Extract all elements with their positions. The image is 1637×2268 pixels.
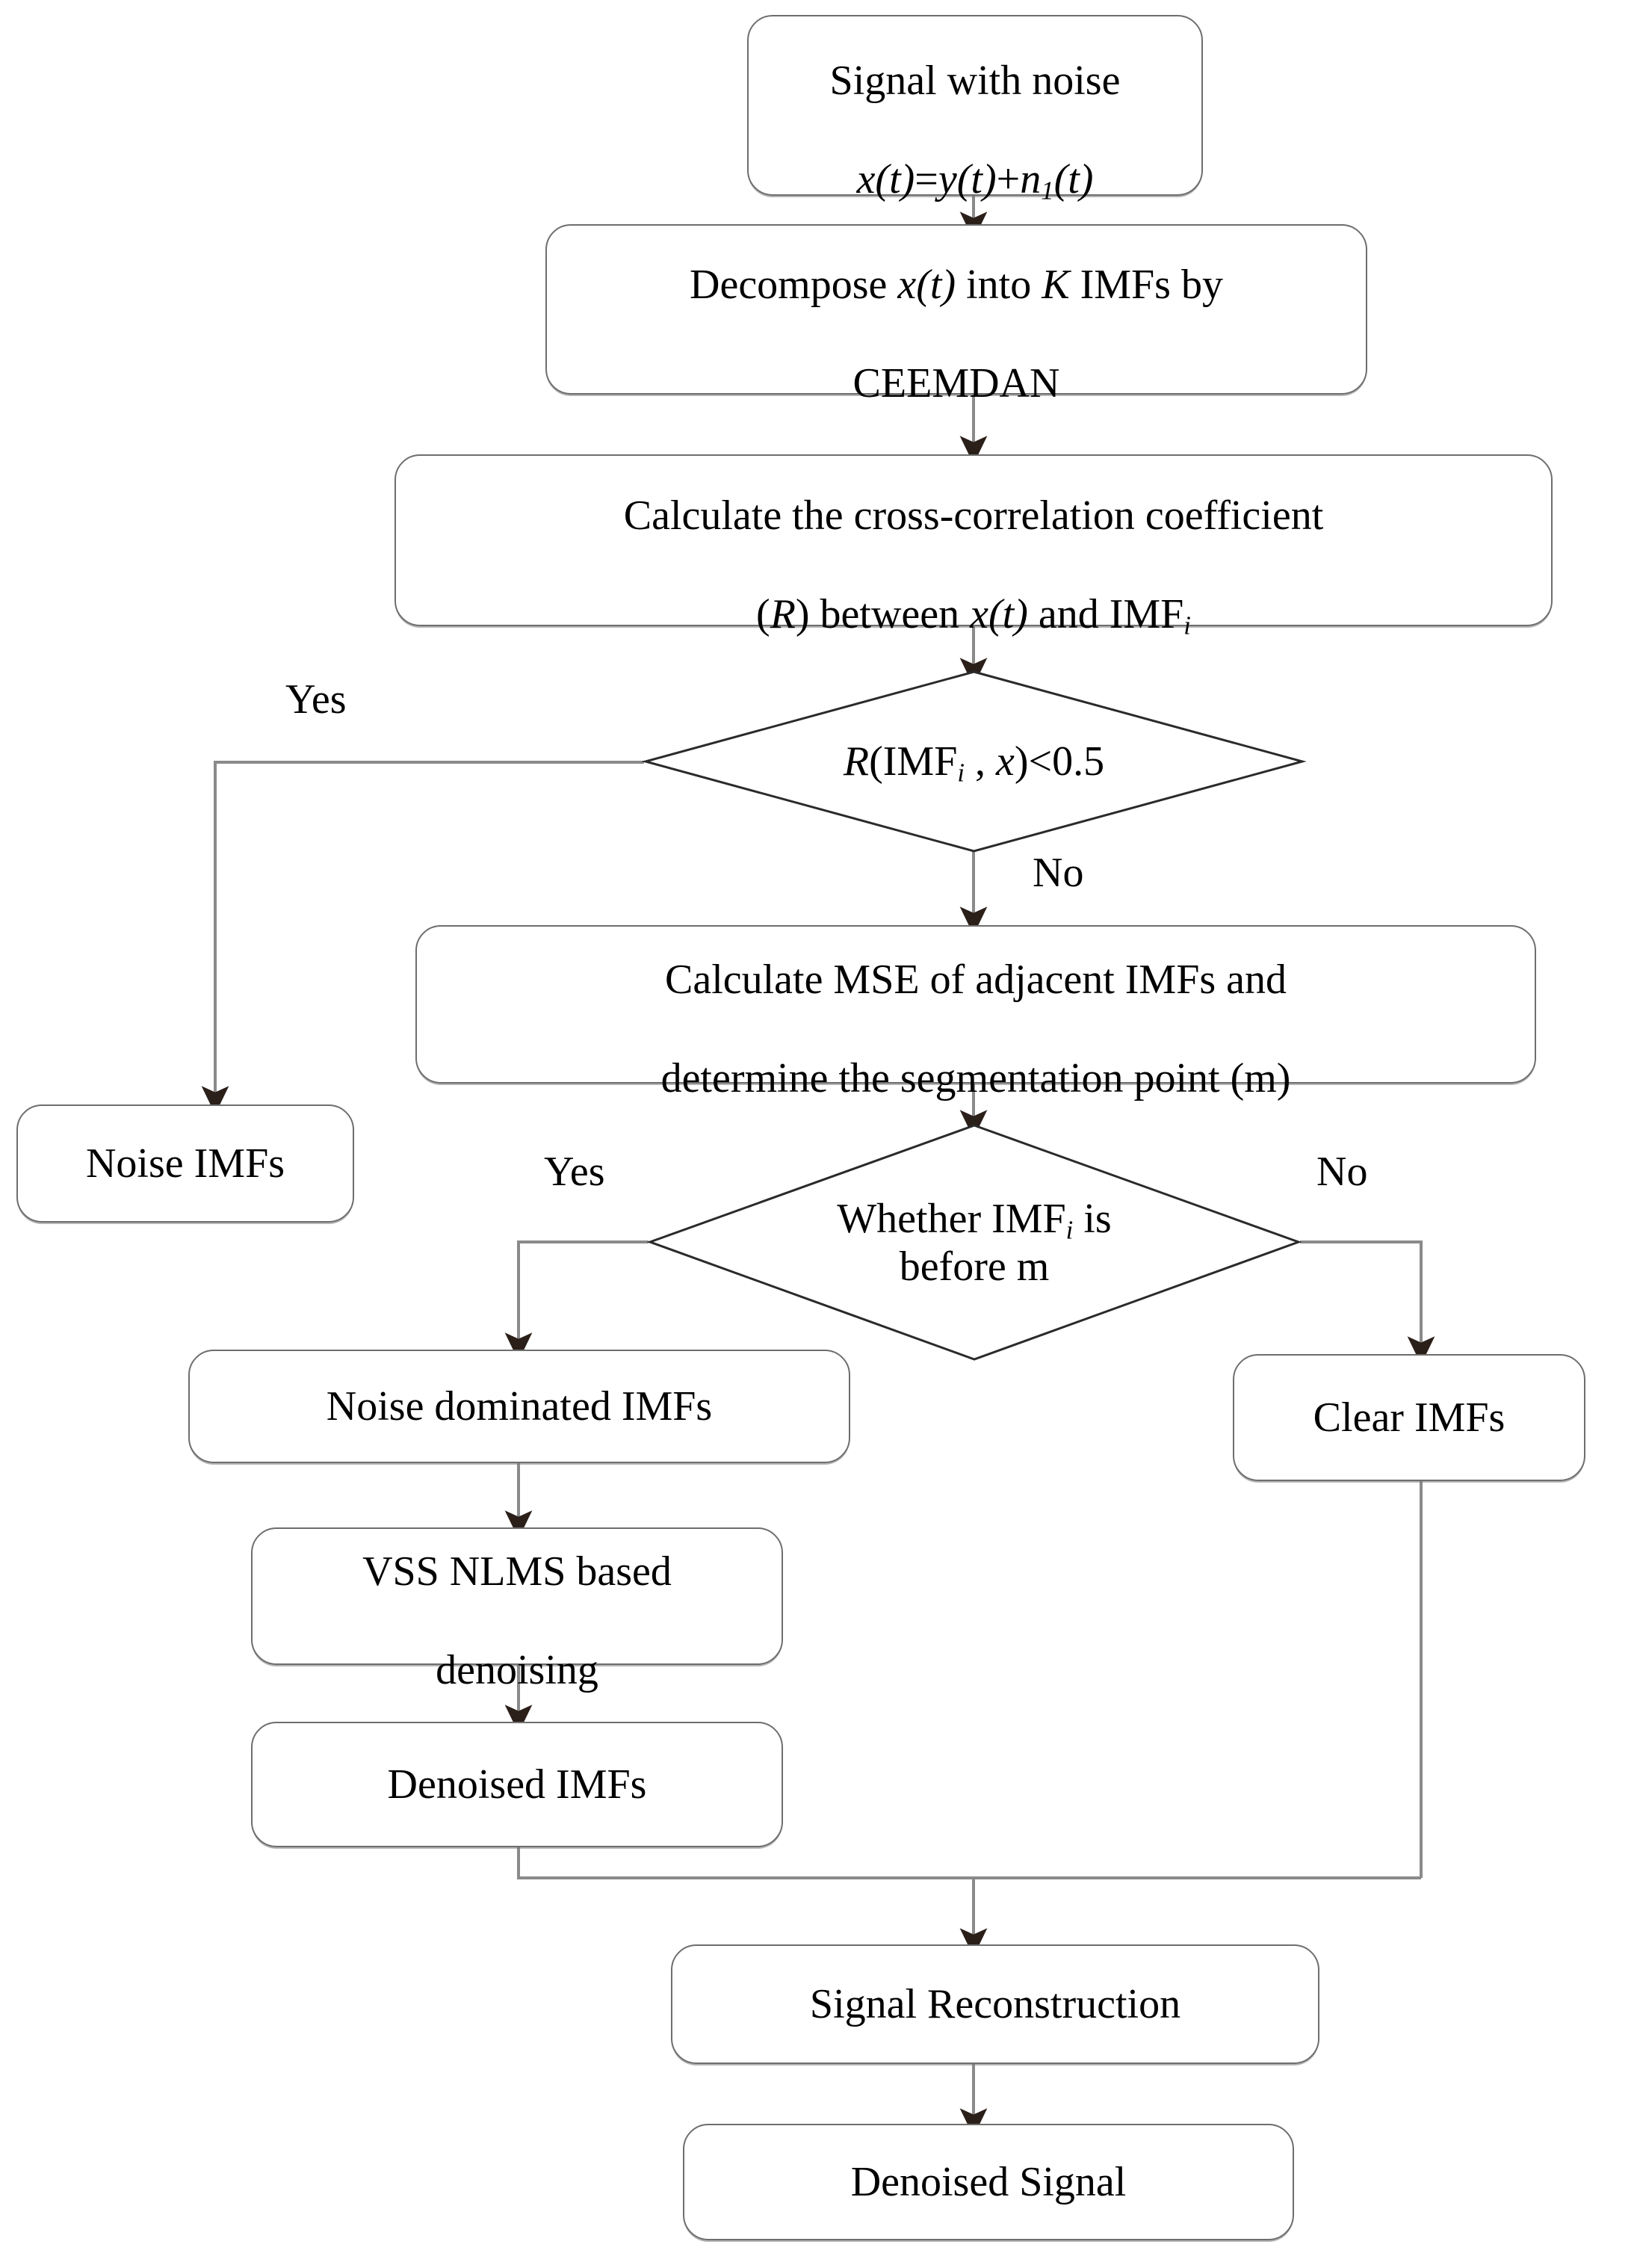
branch-label-r-no: No bbox=[1033, 850, 1084, 896]
node-denoised-imfs: Denoised IMFs bbox=[251, 1722, 783, 1847]
decision-r-shape bbox=[641, 670, 1307, 853]
decompose-line1: Decompose x(t) into K IMFs by bbox=[690, 261, 1223, 308]
branch-label-m-no: No bbox=[1316, 1149, 1368, 1195]
decompose-line2: CEEMDAN bbox=[852, 360, 1060, 407]
mse-line2: determine the segmentation point (m) bbox=[660, 1055, 1291, 1102]
signal-with-noise-line1: Signal with noise bbox=[829, 57, 1121, 104]
node-decompose: Decompose x(t) into K IMFs by CEEMDAN bbox=[545, 224, 1367, 407]
edge-decision-m-yes-to-noise-dominated bbox=[504, 1240, 649, 1362]
decision-r-label: R(IMFi , x)<0.5 bbox=[843, 738, 1105, 788]
mse-line1: Calculate MSE of adjacent IMFs and bbox=[664, 956, 1287, 1003]
node-vss-nlms-denoising: VSS NLMS based denoising bbox=[251, 1527, 783, 1693]
branch-label-r-yes: Yes bbox=[285, 676, 347, 723]
signal-reconstruction-label: Signal Reconstruction bbox=[809, 1980, 1181, 2027]
branch-label-m-yes: Yes bbox=[544, 1149, 605, 1195]
node-decision-r: R(IMFi , x)<0.5 bbox=[641, 670, 1307, 853]
crosscorr-line1: Calculate the cross-correlation coeffici… bbox=[623, 492, 1324, 539]
vss-line1: VSS NLMS based bbox=[362, 1548, 672, 1595]
node-denoised-signal: Denoised Signal bbox=[683, 2124, 1294, 2240]
clear-imfs-label: Clear IMFs bbox=[1313, 1394, 1506, 1441]
node-signal-reconstruction: Signal Reconstruction bbox=[671, 1944, 1319, 2064]
vss-line2: denoising bbox=[436, 1647, 598, 1694]
edge-denoised-imfs-to-merge bbox=[517, 1847, 1421, 1879]
denoised-signal-label: Denoised Signal bbox=[850, 2158, 1127, 2205]
node-noise-imfs: Noise IMFs bbox=[16, 1104, 354, 1223]
signal-with-noise-formula: x(t)=y(t)+n1(t) bbox=[856, 156, 1094, 206]
node-clear-imfs: Clear IMFs bbox=[1233, 1354, 1585, 1481]
node-calculate-mse: Calculate MSE of adjacent IMFs and deter… bbox=[415, 925, 1536, 1101]
node-noise-dominated-imfs: Noise dominated IMFs bbox=[188, 1350, 850, 1463]
noise-imfs-label: Noise IMFs bbox=[85, 1140, 285, 1187]
edge-decision-m-no-to-clear-imfs bbox=[1300, 1240, 1435, 1365]
denoised-imfs-label: Denoised IMFs bbox=[387, 1761, 647, 1808]
node-cross-correlation: Calculate the cross-correlation coeffici… bbox=[394, 454, 1553, 639]
node-signal-with-noise: Signal with noise x(t)=y(t)+n1(t) bbox=[747, 15, 1203, 204]
noise-dominated-imfs-label: Noise dominated IMFs bbox=[326, 1382, 713, 1430]
crosscorr-line2: (R) between x(t) and IMFi bbox=[756, 591, 1191, 640]
decision-m-shape bbox=[646, 1124, 1302, 1361]
